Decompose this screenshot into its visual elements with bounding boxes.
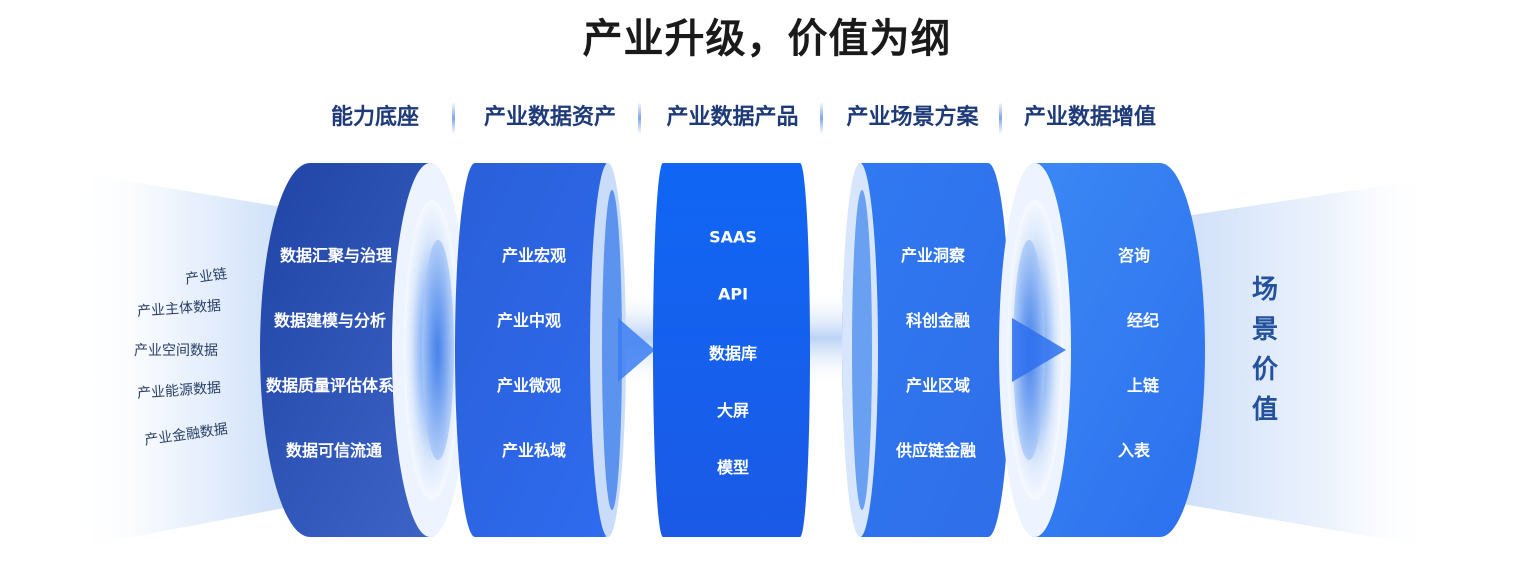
capability-item: 数据可信流通 bbox=[285, 441, 383, 460]
data-product-item: 数据库 bbox=[708, 344, 758, 363]
output-funnel-right bbox=[1160, 180, 1435, 545]
data-product-item: 大屏 bbox=[716, 401, 750, 420]
header-divider bbox=[999, 102, 1002, 134]
cylinder-data-assets bbox=[455, 163, 626, 537]
scenario-item: 供应链金融 bbox=[895, 441, 977, 460]
header-capability-base: 能力底座 bbox=[330, 105, 419, 130]
scenario-value-char: 景 bbox=[1251, 315, 1278, 345]
input-funnel-left bbox=[75, 175, 300, 545]
header-scenario-solutions: 产业场景方案 bbox=[846, 105, 979, 130]
value-added-item: 入表 bbox=[1117, 441, 1151, 460]
value-added-item: 上链 bbox=[1126, 376, 1160, 395]
header-divider bbox=[820, 102, 823, 134]
header-divider bbox=[638, 102, 641, 134]
page-title: 产业升级，价值为纲 bbox=[582, 16, 952, 62]
capability-item: 数据汇聚与治理 bbox=[279, 246, 393, 265]
scenario-value-char: 值 bbox=[1251, 395, 1278, 425]
scenario-value-label: 场 景 价 值 bbox=[1248, 270, 1282, 430]
value-added-item: 经纪 bbox=[1126, 311, 1160, 330]
data-asset-item: 产业微观 bbox=[496, 376, 562, 395]
cylinder-capability-base bbox=[260, 163, 468, 537]
cylinder-data-products bbox=[653, 163, 810, 537]
data-product-item: SAAS bbox=[709, 227, 757, 247]
scenario-item: 科创金融 bbox=[905, 311, 971, 330]
scenario-value-char: 价 bbox=[1251, 355, 1278, 385]
header-divider bbox=[452, 102, 455, 134]
capability-item: 数据质量评估体系 bbox=[265, 376, 395, 395]
scenario-item: 产业洞察 bbox=[900, 246, 966, 265]
header-data-products: 产业数据产品 bbox=[666, 105, 799, 130]
data-asset-item: 产业宏观 bbox=[501, 246, 567, 265]
header-row: 能力底座 产业数据资产 产业数据产品 产业场景方案 产业数据增值 bbox=[0, 100, 1534, 136]
scenario-item: 产业区域 bbox=[905, 376, 971, 395]
input-label: 产业空间数据 bbox=[134, 343, 218, 359]
flow-arrow bbox=[1012, 318, 1066, 382]
cylinder-scenario-solutions bbox=[842, 163, 1010, 537]
data-product-item: API bbox=[717, 284, 749, 304]
header-data-value-added: 产业数据增值 bbox=[1023, 105, 1156, 130]
scenario-value-char: 场 bbox=[1251, 275, 1278, 305]
flow-arrow bbox=[618, 318, 655, 382]
capability-item: 数据建模与分析 bbox=[273, 311, 387, 330]
value-added-item: 咨询 bbox=[1117, 246, 1151, 265]
data-asset-item: 产业中观 bbox=[496, 311, 562, 330]
data-product-item: 模型 bbox=[716, 458, 750, 477]
data-asset-item: 产业私域 bbox=[501, 441, 567, 460]
header-data-assets: 产业数据资产 bbox=[483, 105, 616, 130]
cylinder-data-value-added bbox=[999, 163, 1205, 537]
